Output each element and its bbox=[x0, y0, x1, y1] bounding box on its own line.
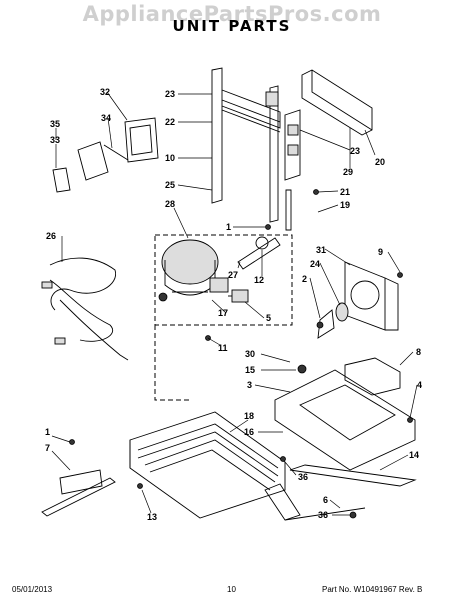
callout: 34 bbox=[101, 113, 111, 123]
callout: 23 bbox=[165, 89, 175, 99]
base-pan bbox=[274, 364, 416, 471]
screws bbox=[69, 189, 413, 519]
callout: 30 bbox=[245, 349, 255, 359]
callout: 19 bbox=[340, 200, 350, 210]
callout: 13 bbox=[147, 512, 157, 522]
callout: 12 bbox=[254, 275, 264, 285]
drain-trough bbox=[301, 69, 373, 136]
right-bracket bbox=[344, 357, 401, 396]
callout: 36 bbox=[298, 472, 308, 482]
callout: 2 bbox=[302, 274, 307, 284]
callout: 14 bbox=[409, 450, 419, 460]
diagram-title: UNIT PARTS bbox=[172, 17, 292, 35]
callout: 35 bbox=[50, 119, 60, 129]
filter-drier bbox=[237, 236, 281, 270]
callout: 36 bbox=[318, 510, 328, 520]
watermark-text: AppliancePartsPros.com bbox=[82, 2, 382, 26]
callout: 16 bbox=[244, 427, 254, 437]
callout: 23 bbox=[350, 146, 360, 156]
callout: 31 bbox=[316, 245, 326, 255]
fan-shroud bbox=[344, 261, 399, 331]
callout: 29 bbox=[343, 167, 353, 177]
callout: 10 bbox=[165, 153, 175, 163]
callout: 7 bbox=[45, 443, 50, 453]
callout: 6 bbox=[323, 495, 328, 505]
base-rail bbox=[264, 464, 417, 521]
callout: 3 bbox=[247, 380, 252, 390]
footer-date: 05/01/2013 bbox=[12, 585, 53, 594]
relay bbox=[228, 289, 249, 303]
callout: 4 bbox=[417, 380, 422, 390]
condenser-coil bbox=[129, 411, 286, 519]
callout: 24 bbox=[310, 259, 320, 269]
compressor bbox=[158, 239, 229, 302]
callout: 1 bbox=[45, 427, 50, 437]
callout: 21 bbox=[340, 187, 350, 197]
callout: 15 bbox=[245, 365, 255, 375]
wire-harness bbox=[41, 257, 129, 361]
compressor-group-outline bbox=[154, 234, 293, 401]
condenser-assembly bbox=[211, 67, 281, 223]
left-bracket bbox=[41, 469, 116, 517]
callout: 9 bbox=[378, 247, 383, 257]
callout-labels: 23 22 10 25 28 1 26 27 12 17 5 11 32 34 … bbox=[45, 87, 422, 522]
callout: 27 bbox=[228, 270, 238, 280]
callout: 8 bbox=[416, 347, 421, 357]
control-board-assembly bbox=[52, 117, 159, 193]
footer-page: 10 bbox=[227, 585, 236, 594]
callout: 18 bbox=[244, 411, 254, 421]
callout: 11 bbox=[218, 343, 228, 353]
callout: 22 bbox=[165, 117, 175, 127]
callout: 17 bbox=[218, 308, 228, 318]
side-bracket bbox=[284, 109, 301, 231]
callout: 28 bbox=[165, 199, 175, 209]
footer-part-no: Part No. W10491967 Rev. B bbox=[322, 585, 423, 594]
fan-motor-blade bbox=[316, 302, 349, 339]
callout: 20 bbox=[375, 157, 385, 167]
leader-lines bbox=[51, 91, 418, 516]
callout: 25 bbox=[165, 180, 175, 190]
callout: 26 bbox=[46, 231, 56, 241]
callout: 5 bbox=[266, 313, 271, 323]
callout: 32 bbox=[100, 87, 110, 97]
callout: 1 bbox=[226, 222, 231, 232]
callout: 33 bbox=[50, 135, 60, 145]
